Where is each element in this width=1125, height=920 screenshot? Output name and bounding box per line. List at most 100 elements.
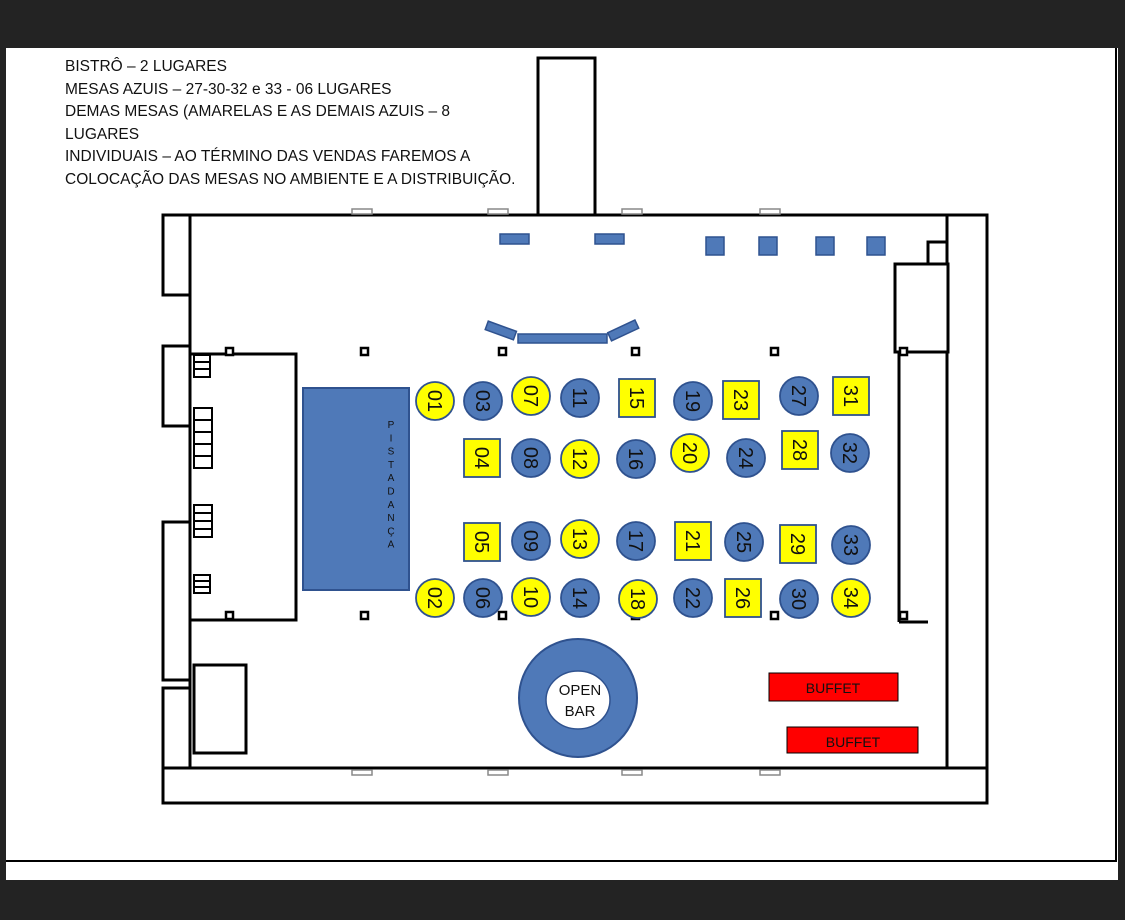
table-24: 24 — [726, 438, 766, 478]
table-01: 01 — [415, 381, 455, 421]
table-number: 21 — [681, 530, 703, 552]
round-table — [779, 579, 819, 619]
table-number: 29 — [786, 533, 808, 555]
table-number: 24 — [734, 447, 756, 469]
table-05: 05 — [463, 522, 501, 562]
table-20: 20 — [670, 433, 710, 473]
table-31: 31 — [832, 376, 870, 416]
square-table — [832, 376, 870, 416]
buffet-table — [768, 672, 899, 702]
table-34: 34 — [831, 578, 871, 618]
buffet-table — [786, 726, 919, 754]
table-number: 20 — [678, 442, 700, 464]
table-17: 17 — [616, 521, 656, 561]
table-number: 06 — [471, 587, 493, 609]
open-bar-label-1: OPEN — [559, 682, 602, 699]
round-table — [511, 521, 551, 561]
square-table — [724, 578, 762, 618]
right-partition — [897, 352, 928, 624]
table-number: 32 — [838, 442, 860, 464]
open-bar-label-2: BAR — [565, 703, 596, 720]
round-table — [831, 578, 871, 618]
table-08: 08 — [511, 438, 551, 478]
table-number: 31 — [839, 385, 861, 407]
note-line: LUGARES — [65, 125, 140, 143]
square-table — [618, 378, 656, 418]
square-table — [781, 430, 819, 470]
round-table — [463, 381, 503, 421]
bottom-wall — [161, 766, 989, 805]
table-number: 19 — [681, 390, 703, 412]
round-table — [779, 376, 819, 416]
table-number: 18 — [626, 588, 648, 610]
table-number: 25 — [732, 531, 754, 553]
square-table — [463, 522, 501, 562]
table-number: 26 — [731, 587, 753, 609]
left-wall-block — [161, 520, 192, 682]
table-13: 13 — [560, 519, 600, 559]
right-room-nook — [926, 240, 949, 266]
note-line: MESAS AZUIS – 27-30-32 e 33 - 06 LUGARES — [65, 80, 392, 98]
table-30: 30 — [779, 579, 819, 619]
table-27: 27 — [779, 376, 819, 416]
table-22: 22 — [673, 578, 713, 618]
table-number: 23 — [729, 389, 751, 411]
table-02: 02 — [415, 578, 455, 618]
round-table — [726, 438, 766, 478]
open-bar: OPEN BAR — [518, 638, 638, 758]
round-table — [560, 519, 600, 559]
dance-floor-area — [302, 387, 410, 591]
round-table — [463, 578, 503, 618]
table-number: 09 — [519, 530, 541, 552]
buffet-label: BUFFET — [826, 734, 881, 750]
round-table — [415, 578, 455, 618]
table-number: 12 — [568, 448, 590, 470]
table-14: 14 — [560, 578, 600, 618]
round-table — [670, 433, 710, 473]
buffet-label: BUFFET — [806, 680, 861, 696]
round-table — [673, 578, 713, 618]
table-32: 32 — [830, 433, 870, 473]
square-table — [722, 380, 760, 420]
note-line: DEMAS MESAS (AMARELAS E AS DEMAIS AZUIS … — [65, 103, 451, 120]
round-table — [616, 439, 656, 479]
round-table — [560, 439, 600, 479]
table-28: 28 — [781, 430, 819, 470]
table-number: 13 — [568, 528, 590, 550]
table-19: 19 — [673, 381, 713, 421]
table-number: 15 — [625, 387, 647, 409]
table-number: 16 — [624, 448, 646, 470]
table-number: 02 — [423, 587, 445, 609]
round-table — [511, 376, 551, 416]
table-number: 28 — [788, 439, 810, 461]
bottom-left-room — [192, 663, 248, 755]
table-number: 07 — [519, 385, 541, 407]
round-table — [616, 521, 656, 561]
table-16: 16 — [616, 439, 656, 479]
table-29: 29 — [779, 524, 817, 564]
table-number: 03 — [471, 390, 493, 412]
left-wall-block — [161, 344, 192, 428]
left-wall-block — [161, 213, 192, 297]
table-number: 10 — [519, 586, 541, 608]
table-number: 30 — [787, 588, 809, 610]
tables: 01 02 03 04 05 06 07 08 09 10 11 12 13 14 15 16 17 18 19 20… — [415, 376, 871, 619]
table-33: 33 — [831, 525, 871, 565]
table-10: 10 — [511, 577, 551, 617]
table-number: 08 — [519, 447, 541, 469]
table-06: 06 — [463, 578, 503, 618]
table-number: 27 — [787, 385, 809, 407]
round-table — [511, 438, 551, 478]
note-line: INDIVIDUAIS – AO TÉRMINO DAS VENDAS FARE… — [65, 148, 471, 165]
left-stair-marks — [193, 354, 213, 594]
table-number: 33 — [839, 534, 861, 556]
table-11: 11 — [560, 378, 600, 418]
table-number: 04 — [470, 447, 492, 469]
table-18: 18 — [618, 579, 658, 619]
stage — [484, 319, 640, 344]
round-table — [724, 522, 764, 562]
table-03: 03 — [463, 381, 503, 421]
